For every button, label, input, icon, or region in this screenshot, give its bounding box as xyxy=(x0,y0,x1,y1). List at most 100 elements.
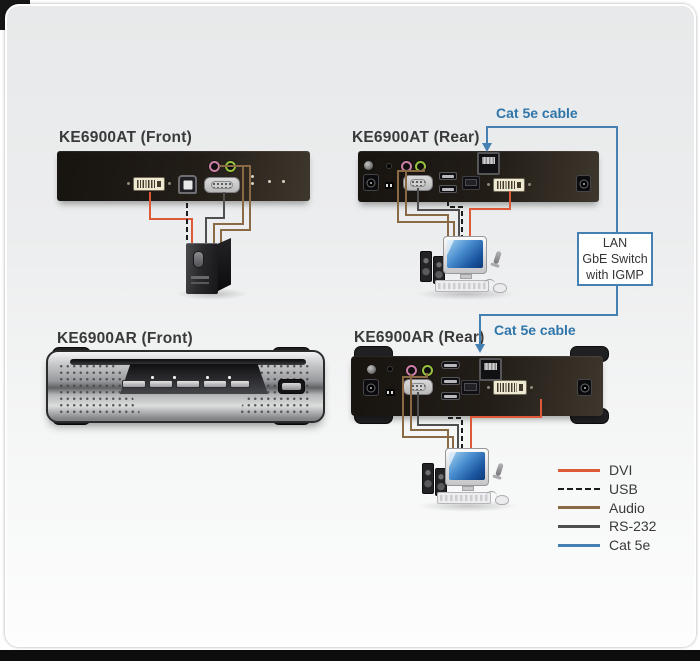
tower-vent xyxy=(191,282,209,284)
legend-row-usb: USB xyxy=(558,480,656,499)
legend-row-rs232: RS-232 xyxy=(558,517,656,536)
label-ke6900at-front: KE6900AT (Front) xyxy=(59,129,192,146)
grounding-screw-icon xyxy=(364,161,373,170)
cable-legend: DVI USB Audio RS-232 Cat 5e xyxy=(558,461,656,554)
pushbutton-icon xyxy=(122,380,146,388)
monitor-screen xyxy=(447,240,483,268)
dvi-screw-icon xyxy=(530,386,533,389)
label-ke6900ar-front: KE6900AR (Front) xyxy=(57,330,193,347)
rj45-lan-port-icon xyxy=(479,358,502,381)
front-led-icon xyxy=(151,376,154,379)
tower-side xyxy=(216,238,231,292)
dvi-port-icon xyxy=(493,380,527,395)
rs232-line-swatch xyxy=(558,524,600,528)
dc-power-jack-icon xyxy=(363,174,379,191)
status-led-icon xyxy=(282,180,285,183)
usb-port-icon xyxy=(278,379,305,394)
status-led-icon xyxy=(268,180,271,183)
sfp-port-icon xyxy=(461,380,480,395)
dvi-screw-icon xyxy=(528,183,531,186)
monitor-stand xyxy=(462,486,474,491)
dvi-line-swatch xyxy=(558,468,600,472)
mic-jack-icon xyxy=(401,161,412,172)
ke6900at-front-panel xyxy=(57,151,310,201)
pushbutton-icon xyxy=(176,380,200,388)
usb-line-swatch xyxy=(558,488,600,491)
monitor-icon xyxy=(443,236,487,274)
dvi-screw-icon xyxy=(487,386,490,389)
speaker-icon xyxy=(420,251,432,282)
monitor-screen xyxy=(449,452,485,480)
power-jack-icon xyxy=(577,379,592,396)
monitor-icon xyxy=(445,448,489,486)
legend-row-cat5e: Cat 5e xyxy=(558,536,656,555)
front-led-icon xyxy=(228,376,231,379)
lan-gbe-switch-box: LAN GbE Switch with IGMP xyxy=(577,232,653,286)
legend-label: Audio xyxy=(609,499,645,516)
ke6900ar-rear-panel xyxy=(351,356,603,416)
hdmi-usb-ports-icon xyxy=(441,361,460,400)
label-ke6900ar-rear: KE6900AR (Rear) xyxy=(354,329,485,346)
sfp-port-icon xyxy=(462,176,480,190)
usb-ports-icon xyxy=(439,172,457,193)
rs232-db9-port-icon xyxy=(403,379,433,395)
lan-switch-line1: LAN xyxy=(602,235,628,250)
keyboard-icon xyxy=(435,280,489,292)
keyboard-icon xyxy=(437,492,491,504)
status-led-icon xyxy=(251,175,254,178)
dvi-port-icon xyxy=(493,178,525,192)
dvi-port-icon xyxy=(133,177,165,191)
cat5e-line-swatch xyxy=(558,543,600,547)
page-bottom-bar xyxy=(0,650,700,661)
tower-drive-bay-icon xyxy=(193,251,204,268)
legend-row-audio: Audio xyxy=(558,498,656,517)
speaker-jack-icon xyxy=(415,161,426,172)
mic-jack-icon xyxy=(406,365,417,376)
cat5e-cable-label-top: Cat 5e cable xyxy=(496,105,578,121)
microphone-icon xyxy=(495,462,504,477)
tower-vent xyxy=(191,276,209,279)
switch-icon xyxy=(385,182,394,189)
rs232-db9-port-icon xyxy=(204,177,240,193)
front-led-icon xyxy=(173,376,176,379)
ke6900ar-front-unit xyxy=(46,350,325,423)
legend-row-dvi: DVI xyxy=(558,461,656,480)
legend-label: Cat 5e xyxy=(609,537,651,554)
label-ke6900at-rear: KE6900AT (Rear) xyxy=(352,129,480,146)
cat5e-cable-label-bottom: Cat 5e cable xyxy=(494,322,576,338)
mic-jack-icon xyxy=(209,161,220,172)
reset-pinhole-icon xyxy=(387,164,391,168)
status-led-icon xyxy=(251,182,254,185)
reset-pinhole-icon xyxy=(388,367,392,371)
pushbutton-icon xyxy=(230,380,250,388)
computer-tower xyxy=(184,238,238,296)
lan-switch-line2: GbE Switch xyxy=(582,251,648,266)
dc-power-jack-icon xyxy=(363,379,379,396)
rs232-db9-port-icon xyxy=(403,175,433,191)
front-bezel-strip xyxy=(70,359,306,365)
desktop-computer xyxy=(421,446,517,510)
usb-type-b-port-icon xyxy=(178,175,197,194)
legend-label: DVI xyxy=(609,462,633,479)
switch-icon xyxy=(386,389,395,396)
lan-switch-line3: with IGMP xyxy=(586,268,644,283)
rj45-lan-port-icon xyxy=(477,152,500,175)
tower-front xyxy=(186,243,218,294)
audio-line-swatch xyxy=(558,506,600,510)
dvi-screw-icon xyxy=(168,182,171,185)
speaker-jack-icon xyxy=(422,365,433,376)
mouse-icon xyxy=(484,279,507,293)
speaker-jack-icon xyxy=(225,161,236,172)
desktop-computer xyxy=(419,234,515,298)
mouse-icon xyxy=(486,491,509,505)
pushbutton-icon xyxy=(203,380,227,388)
front-led-icon xyxy=(206,376,209,379)
speaker-icon xyxy=(422,463,434,494)
pushbutton-icon xyxy=(149,380,173,388)
ke6900at-rear-panel xyxy=(358,151,599,202)
microphone-icon xyxy=(493,250,502,265)
legend-label: RS-232 xyxy=(609,518,657,535)
front-recess-band xyxy=(120,364,268,394)
grounding-screw-icon xyxy=(367,365,376,374)
monitor-stand xyxy=(460,274,472,279)
